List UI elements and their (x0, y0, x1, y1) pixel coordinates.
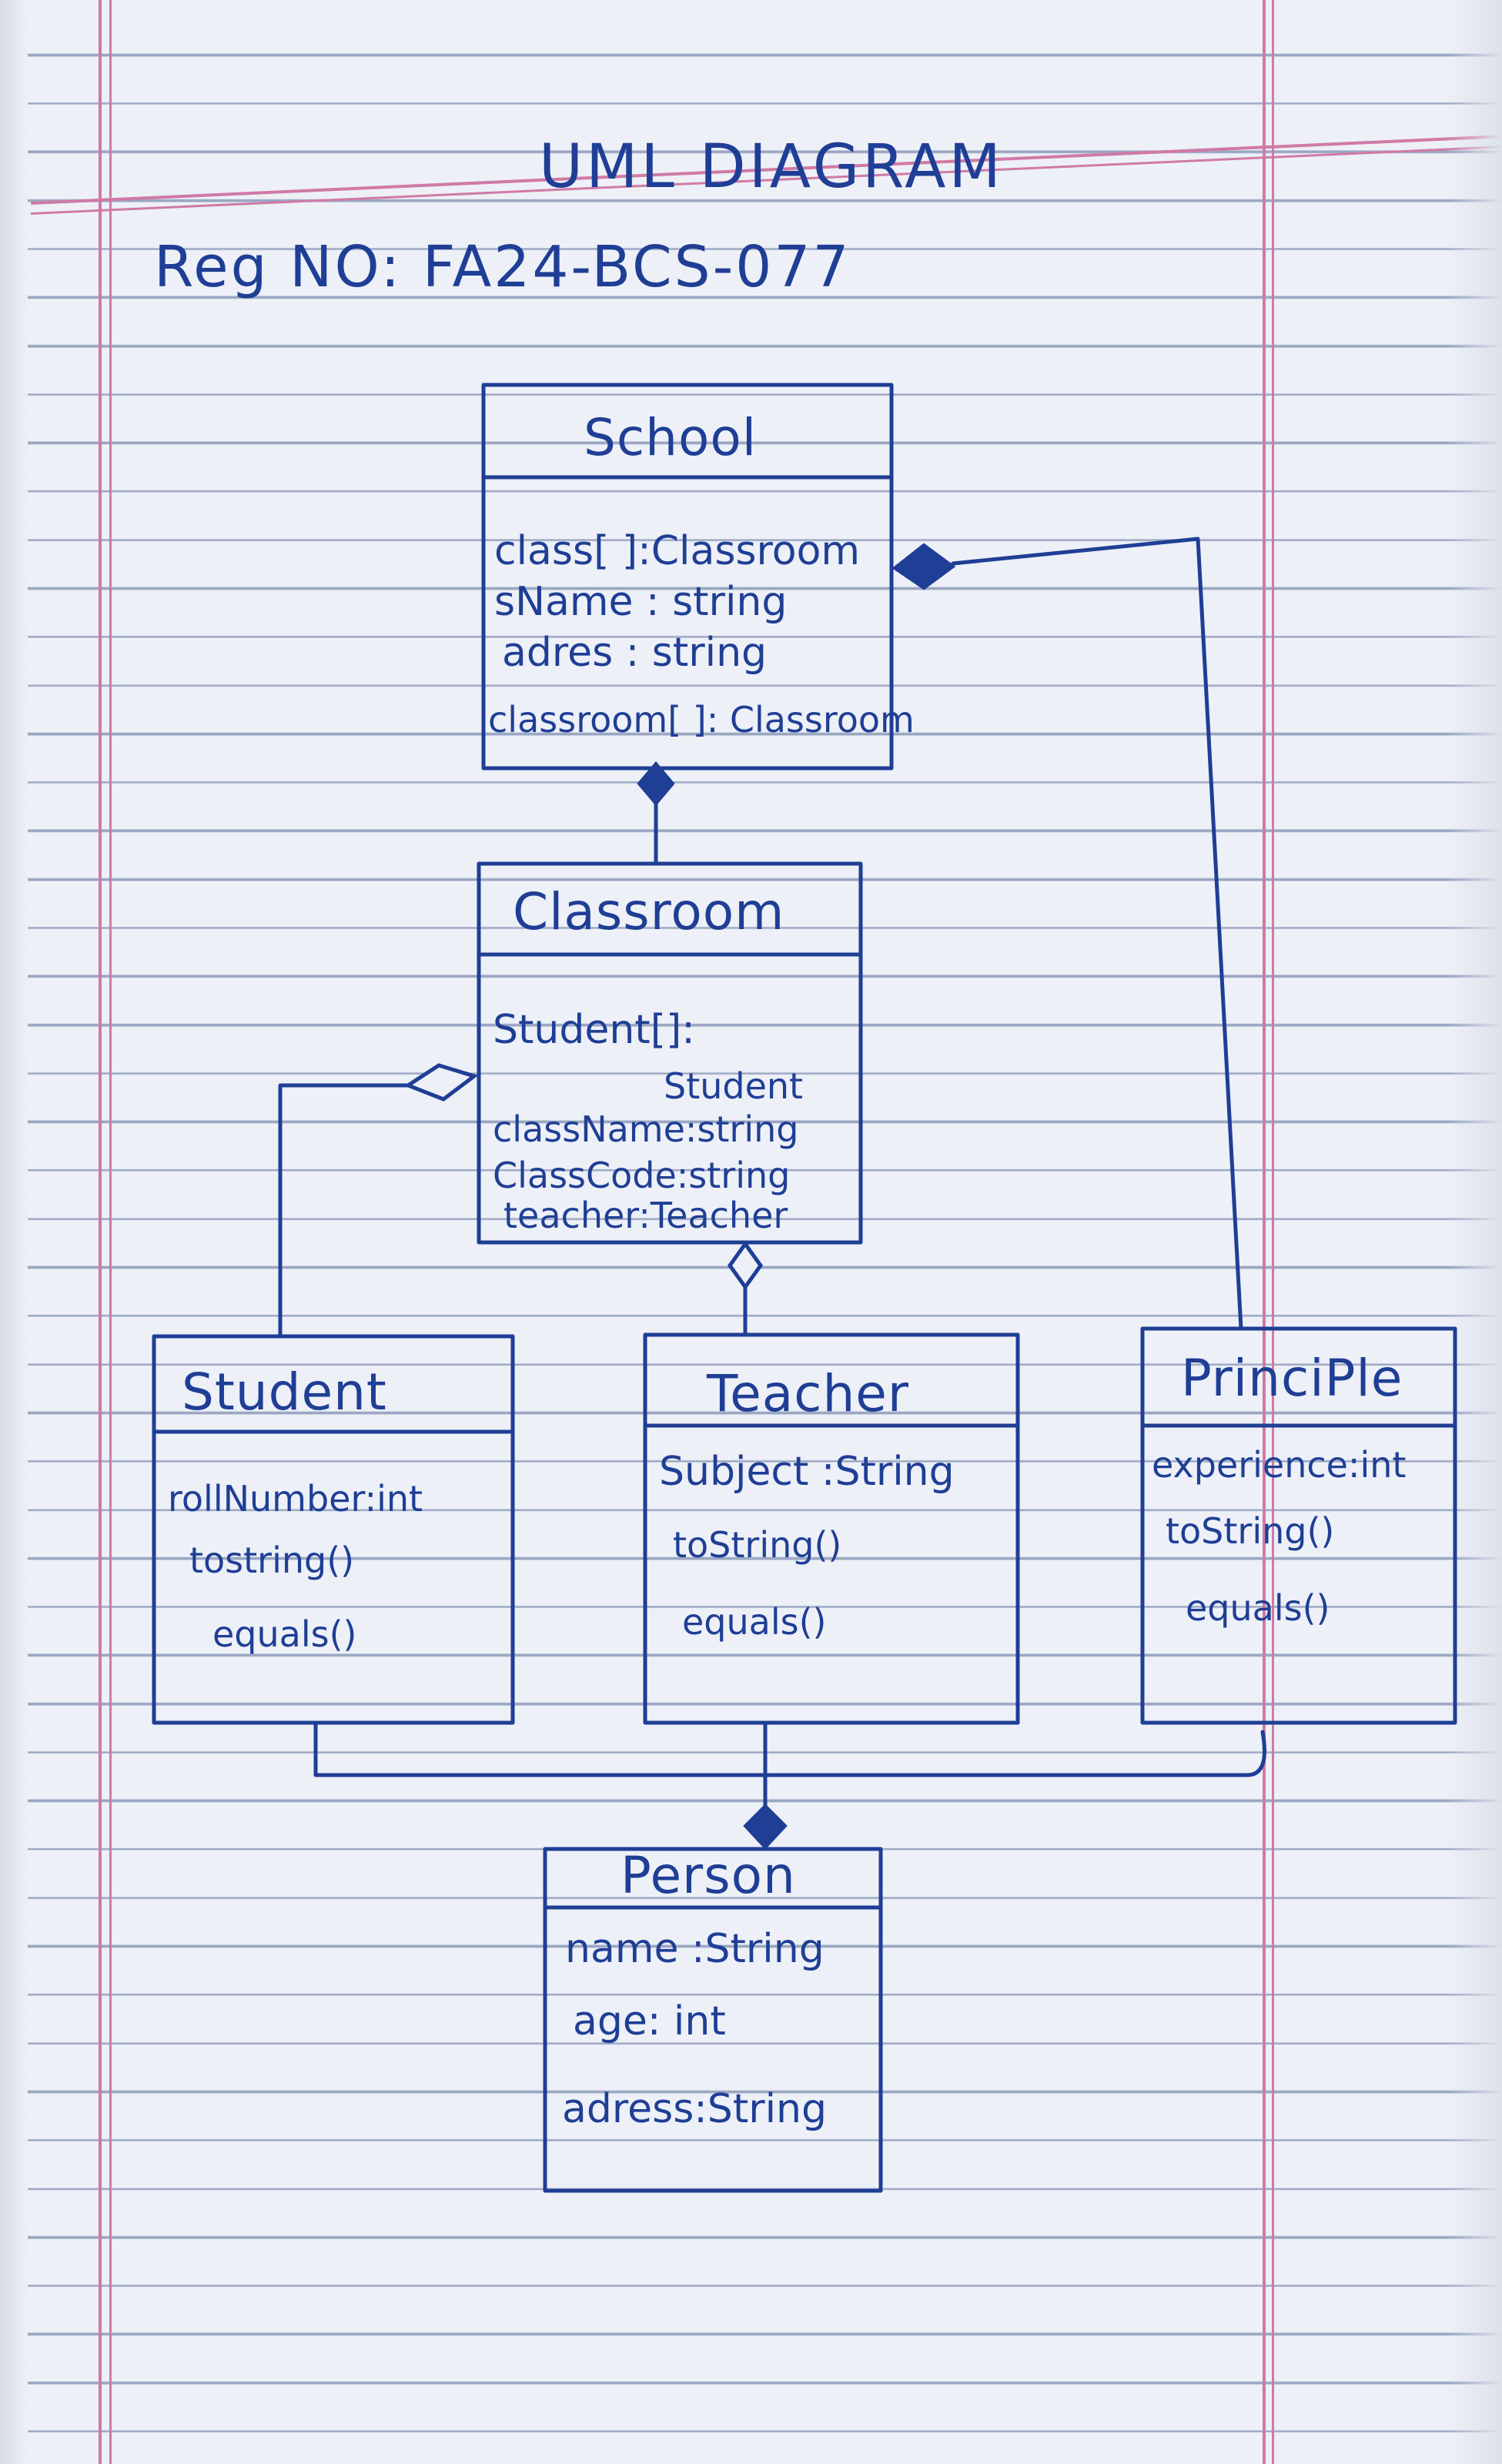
principal-attr-3: equals() (1186, 1587, 1330, 1629)
classroom-aggregation-diamond-bottom (727, 1240, 764, 1291)
classroom-attr-1: Student[]: (493, 1007, 695, 1053)
teacher-attr-2: toString() (673, 1524, 842, 1566)
student-classroom-link (278, 1083, 410, 1339)
left-margin-line-2 (109, 0, 112, 2464)
student-attr-1: rollNumber:int (168, 1478, 423, 1520)
school-box (481, 383, 894, 771)
classroom-aggregation-diamond-left (403, 1063, 479, 1102)
student-attr-3: equals() (212, 1613, 357, 1655)
school-attr-4: classroom[ ]: Classroom (488, 699, 915, 741)
school-attr-2: sName : string (494, 579, 788, 625)
classroom-box (477, 861, 863, 1245)
school-attr-3: adres : string (502, 630, 768, 676)
student-class-name: Student (182, 1362, 387, 1422)
teacher-class-name: Teacher (707, 1364, 910, 1423)
teacher-box (643, 1332, 1020, 1725)
student-box (152, 1334, 515, 1725)
classroom-attr-2: Student (664, 1065, 804, 1107)
right-margin-line (1263, 0, 1266, 2464)
person-attr-3: adress:String (562, 2086, 827, 2132)
principal-attr-2: toString() (1166, 1510, 1335, 1552)
person-attr-2: age: int (573, 1998, 726, 2044)
principal-box (1140, 1326, 1457, 1725)
diagram-title: UML DIAGRAM (539, 132, 1004, 202)
registration-number: Reg NO: FA24-BCS-077 (154, 234, 851, 300)
principal-school-link (951, 537, 1243, 1331)
classroom-attr-5: teacher:Teacher (503, 1195, 788, 1236)
school-composition-diamond-right (891, 543, 956, 590)
classroom-attr-4: ClassCode:string (493, 1155, 791, 1196)
school-attr-1: class[ ]:Classroom (494, 528, 861, 574)
left-margin-line (99, 0, 102, 2464)
right-shade (1447, 0, 1502, 2464)
classroom-attr-3: className:string (493, 1108, 799, 1150)
student-attr-2: tostring() (189, 1540, 355, 1581)
person-box (543, 1847, 883, 2193)
school-class-name: School (584, 408, 758, 467)
classroom-class-name: Classroom (513, 882, 785, 941)
right-margin-line-2 (1272, 0, 1274, 2464)
person-attr-1: name :String (565, 1926, 825, 1972)
person-bracket (313, 1720, 1266, 1777)
person-composition-diamond (743, 1804, 788, 1850)
person-class-name: Person (621, 1846, 796, 1905)
teacher-attr-1: Subject :String (659, 1449, 955, 1495)
principal-class-name: PrinciPle (1181, 1349, 1403, 1408)
teacher-attr-3: equals() (682, 1601, 827, 1643)
page-left-edge (0, 0, 28, 2464)
school-composition-diamond-bottom (637, 761, 675, 807)
principal-attr-1: experience:int (1152, 1444, 1407, 1486)
